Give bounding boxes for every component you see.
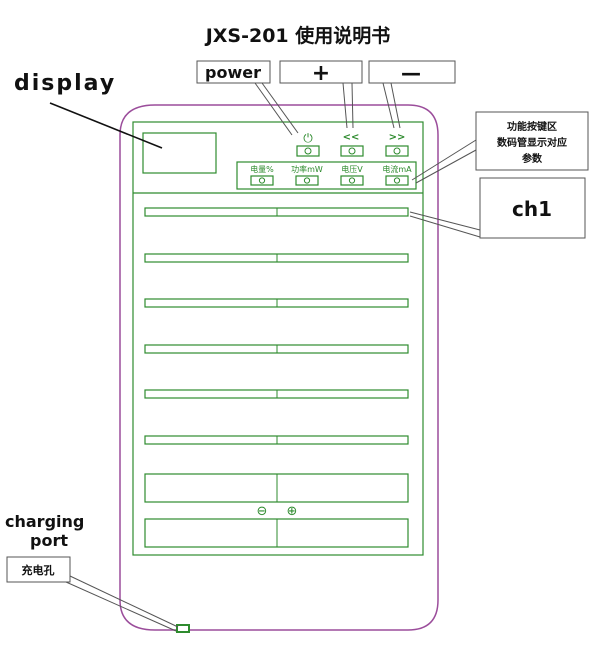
indicator-group xyxy=(236,161,417,190)
power-button[interactable]: ⏻ xyxy=(296,131,320,157)
ch1-pointer xyxy=(409,211,481,231)
large-slot-1 xyxy=(144,473,409,503)
function-zone-line1: 功能按键区 xyxy=(507,120,557,133)
device-outline xyxy=(119,104,439,631)
minus-pointer-2 xyxy=(390,82,401,129)
function-zone-callout-box xyxy=(475,111,589,171)
charging-port-label-line2: port xyxy=(30,531,68,550)
inner-panel xyxy=(132,121,424,556)
charging-hole-pointer xyxy=(69,575,179,628)
function-zone-line2: 数码管显示对应 xyxy=(497,136,567,149)
svg-text:电量%: 电量% xyxy=(250,164,274,174)
minus-pointer xyxy=(382,82,395,129)
display-window xyxy=(142,132,217,174)
negative-terminal-icon: ⊖ xyxy=(257,504,268,519)
channel-slot-3 xyxy=(144,298,409,308)
chevrons-left-icon: << xyxy=(343,132,360,143)
ch1-pointer-2 xyxy=(409,215,481,238)
channel-slot-6 xyxy=(144,435,409,445)
charging-hole-label: 充电孔 xyxy=(22,563,55,577)
power-pointer xyxy=(261,82,299,134)
charging-hole-callout-box xyxy=(6,556,71,583)
power-pointer-2 xyxy=(254,82,293,136)
chevrons-right-icon: >> xyxy=(389,132,406,143)
channel-slot-1 xyxy=(144,207,409,217)
channel-slot-4 xyxy=(144,344,409,354)
function-zone-pointer xyxy=(411,139,477,181)
minus-label: — xyxy=(401,61,421,85)
plus-label: + xyxy=(312,61,330,86)
display-label: display xyxy=(14,71,116,96)
ch1-callout-box xyxy=(479,177,586,239)
indicator-current: 电流mA xyxy=(382,164,412,186)
svg-text:功率mW: 功率mW xyxy=(291,164,323,174)
indicator-voltage: 电压V xyxy=(340,164,364,186)
large-slot-2 xyxy=(144,518,409,548)
charging-hole-pointer-2 xyxy=(65,581,177,632)
page-title: JXS-201 使用说明书 xyxy=(204,24,391,47)
power-label: power xyxy=(205,63,261,82)
function-zone-pointer-2 xyxy=(415,149,477,184)
next-button[interactable]: >> xyxy=(385,132,409,157)
svg-text:电压V: 电压V xyxy=(341,164,363,174)
plus-callout-box xyxy=(279,60,363,84)
indicator-power: 功率mW xyxy=(291,164,323,186)
plus-pointer xyxy=(342,82,348,129)
prev-button[interactable]: << xyxy=(340,132,364,157)
minus-callout-box xyxy=(368,60,456,84)
ch1-label: ch1 xyxy=(512,197,552,221)
function-zone-line3: 参数 xyxy=(522,152,543,165)
charging-port xyxy=(176,624,190,633)
channel-slot-5 xyxy=(144,389,409,399)
plus-pointer-2 xyxy=(351,82,354,129)
power-callout-box xyxy=(196,60,271,84)
charging-port-label-line1: charging xyxy=(5,512,84,531)
positive-terminal-icon: ⊕ xyxy=(287,504,298,519)
display-pointer xyxy=(49,102,163,149)
svg-text:电流mA: 电流mA xyxy=(382,164,412,174)
power-icon: ⏻ xyxy=(303,131,313,145)
indicator-battery: 电量% xyxy=(250,164,274,186)
channel-slot-2 xyxy=(144,253,409,263)
